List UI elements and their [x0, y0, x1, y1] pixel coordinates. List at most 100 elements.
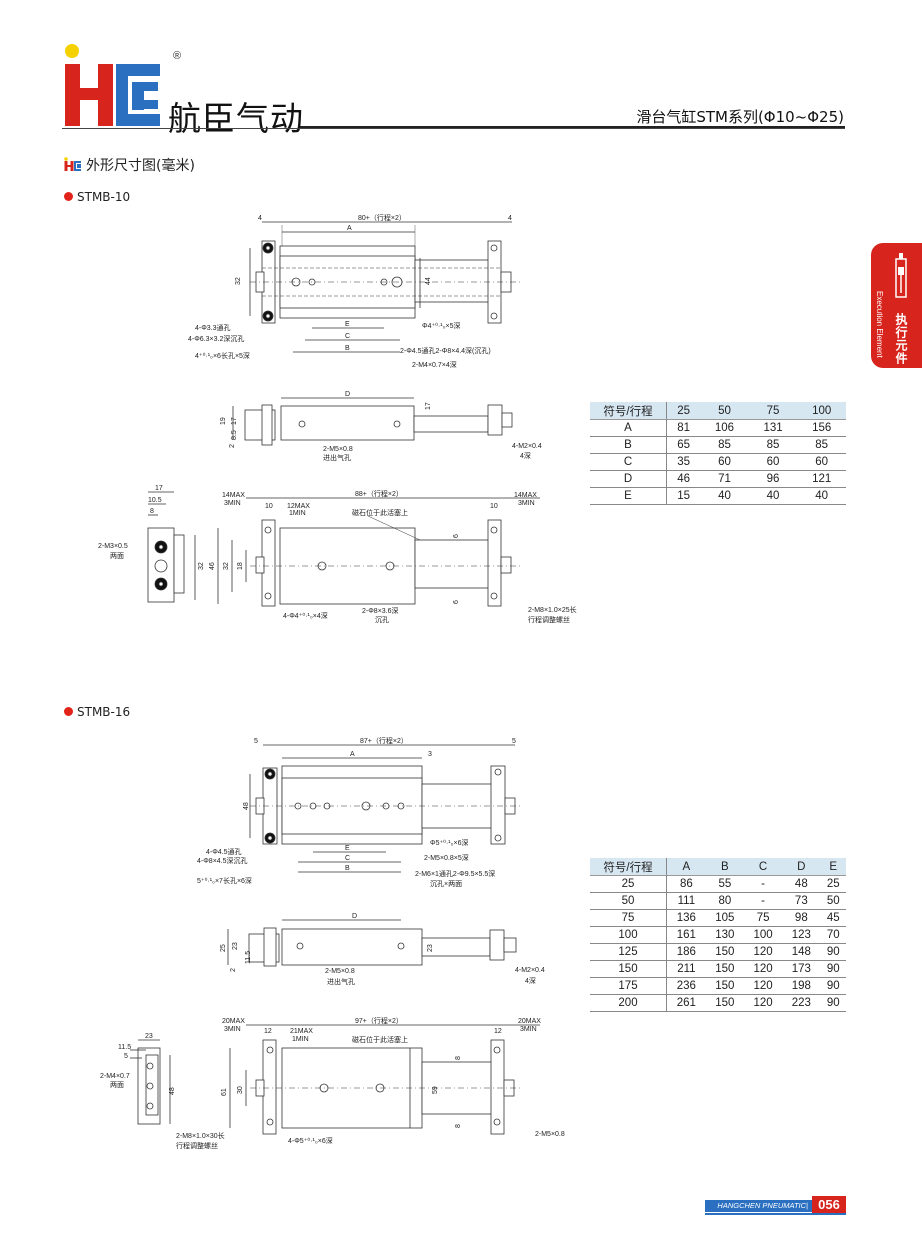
note-3: Φ4⁺⁰·¹₀×5深 [422, 321, 461, 330]
model-label-text: STMB-10 [77, 190, 131, 204]
table-cell: 150 [705, 977, 744, 995]
dim-h19: 19 [220, 417, 227, 425]
table-header-row: 符号/行程 25 50 75 100 [590, 402, 846, 420]
dim-left5: 5 [254, 738, 258, 745]
dim-n10a: 10 [265, 503, 273, 510]
table-header-cell: 100 [797, 402, 846, 420]
m2-label: 4-M2×0.4 [515, 967, 545, 974]
dim-D: D [345, 391, 350, 398]
dim-min3a: 3MIN [224, 500, 241, 507]
table-cell: 46 [666, 470, 701, 488]
bullet-icon [64, 192, 73, 201]
table-cell: 131 [748, 419, 798, 437]
table-cell: C [590, 453, 667, 471]
magnet-note: 磁石位于此活塞上 [352, 1035, 408, 1044]
table-cell: 130 [705, 926, 744, 944]
header-divider-bold [300, 126, 845, 128]
note-5a: 2-M6×1通孔2-Φ9.5×5.5深 [415, 869, 495, 878]
dim-A: A [350, 751, 355, 758]
side-tab-en: Execution Element [875, 291, 884, 358]
dim-C: C [345, 855, 350, 862]
table-cell: 55 [705, 875, 744, 893]
stmb10-end-labels: 17 10.5 8 2-M3×0.5 两面 32 [98, 485, 205, 570]
table-cell: 186 [666, 943, 706, 961]
table-cell: - [743, 892, 783, 910]
table-cell: 200 [590, 994, 667, 1012]
dim-s8: 8 [150, 508, 154, 515]
dim-v30: 30 [237, 1086, 244, 1094]
dim-v18: 18 [237, 562, 244, 570]
table-cell: 40 [748, 487, 798, 505]
table-cell: - [743, 875, 783, 893]
table-cell: 65 [666, 436, 701, 454]
table-header-cell: D [782, 858, 821, 876]
table-cell: B [590, 436, 667, 454]
header-divider [62, 128, 845, 129]
dim-s105: 10.5 [148, 497, 162, 504]
bullet-icon [64, 707, 73, 716]
table-cell: 80 [705, 892, 744, 910]
table-header-cell: C [743, 858, 783, 876]
m2-depth: 4深 [520, 451, 531, 460]
table-header-cell: 50 [700, 402, 749, 420]
table-cell: 98 [782, 909, 821, 927]
dim-C: C [345, 333, 350, 340]
dim-h115: 11.5 [245, 951, 252, 964]
table-cell: 75 [743, 909, 783, 927]
table-cell: 100 [590, 926, 667, 944]
section-title: 外形尺寸图(毫米) [86, 158, 195, 174]
dim-max21: 21MAX [290, 1028, 313, 1035]
note-2: 4⁺⁰·¹₀×6长孔×5深 [195, 351, 250, 360]
dim-h23: 23 [232, 942, 239, 950]
table-header-cell: A [666, 858, 706, 876]
stmb10-top-view [249, 221, 520, 353]
dim-right5: 5 [512, 738, 516, 745]
dim-bot-total: 88+（行程×2） [355, 489, 403, 498]
dim-top-total: 87+（行程×2） [360, 736, 408, 745]
table-cell: 85 [797, 436, 846, 454]
stmb16-top-labels: 5 87+（行程×2） 5 A 3 E C B 48 4-Φ4.5通孔 4-Φ8… [197, 736, 516, 888]
table-cell: 161 [666, 926, 706, 944]
table-cell: 60 [748, 453, 798, 471]
table-cell: A [590, 419, 667, 437]
table-cell: 120 [743, 977, 783, 995]
table-cell: 100 [743, 926, 783, 944]
port-label: 2-M5×0.8 [323, 446, 353, 453]
dim-v8a: 8 [455, 1056, 462, 1060]
stmb16-bottom-view [229, 1024, 540, 1135]
brand-logo-mark [65, 44, 160, 126]
table-cell: 111 [666, 892, 706, 910]
dim-left4: 4 [258, 215, 262, 222]
table-cell: 105 [705, 909, 744, 927]
screw-a: 2-M8×1.0×25长 [528, 605, 577, 614]
dim-B: B [345, 345, 350, 352]
m5-note: 2-M5×0.8 [535, 1131, 565, 1138]
table-cell: 136 [666, 909, 706, 927]
table-cell: E [590, 487, 667, 505]
table-cell: 71 [700, 470, 749, 488]
stmb16-end-labels: 23 11.5 5 2-M4×0.7 两面 48 [100, 1033, 176, 1095]
dim-n3: 3 [428, 751, 432, 758]
screw-b: 行程调整螺丝 [176, 1141, 218, 1150]
stmb16-bottom-labels: 20MAX 3MIN 12 21MAX 1MIN 97+（行程×2） 12 20… [176, 1016, 565, 1150]
dim-min1: 1MIN [289, 510, 306, 517]
table-cell: 236 [666, 977, 706, 995]
table-cell: 73 [782, 892, 821, 910]
table-cell: 85 [700, 436, 749, 454]
hole4-note: 4-Φ4⁺⁰·¹₀×4深 [283, 611, 328, 620]
dim-bot-total: 97+（行程×2） [355, 1016, 403, 1025]
stmb10-bottom-view [217, 497, 540, 607]
note-1b: 4-Φ8×4.5深沉孔 [197, 856, 248, 865]
dim-s23: 23 [145, 1033, 153, 1040]
dim-n10b: 10 [490, 503, 498, 510]
table-header-cell: 25 [666, 402, 701, 420]
table-cell: 150 [705, 994, 744, 1012]
